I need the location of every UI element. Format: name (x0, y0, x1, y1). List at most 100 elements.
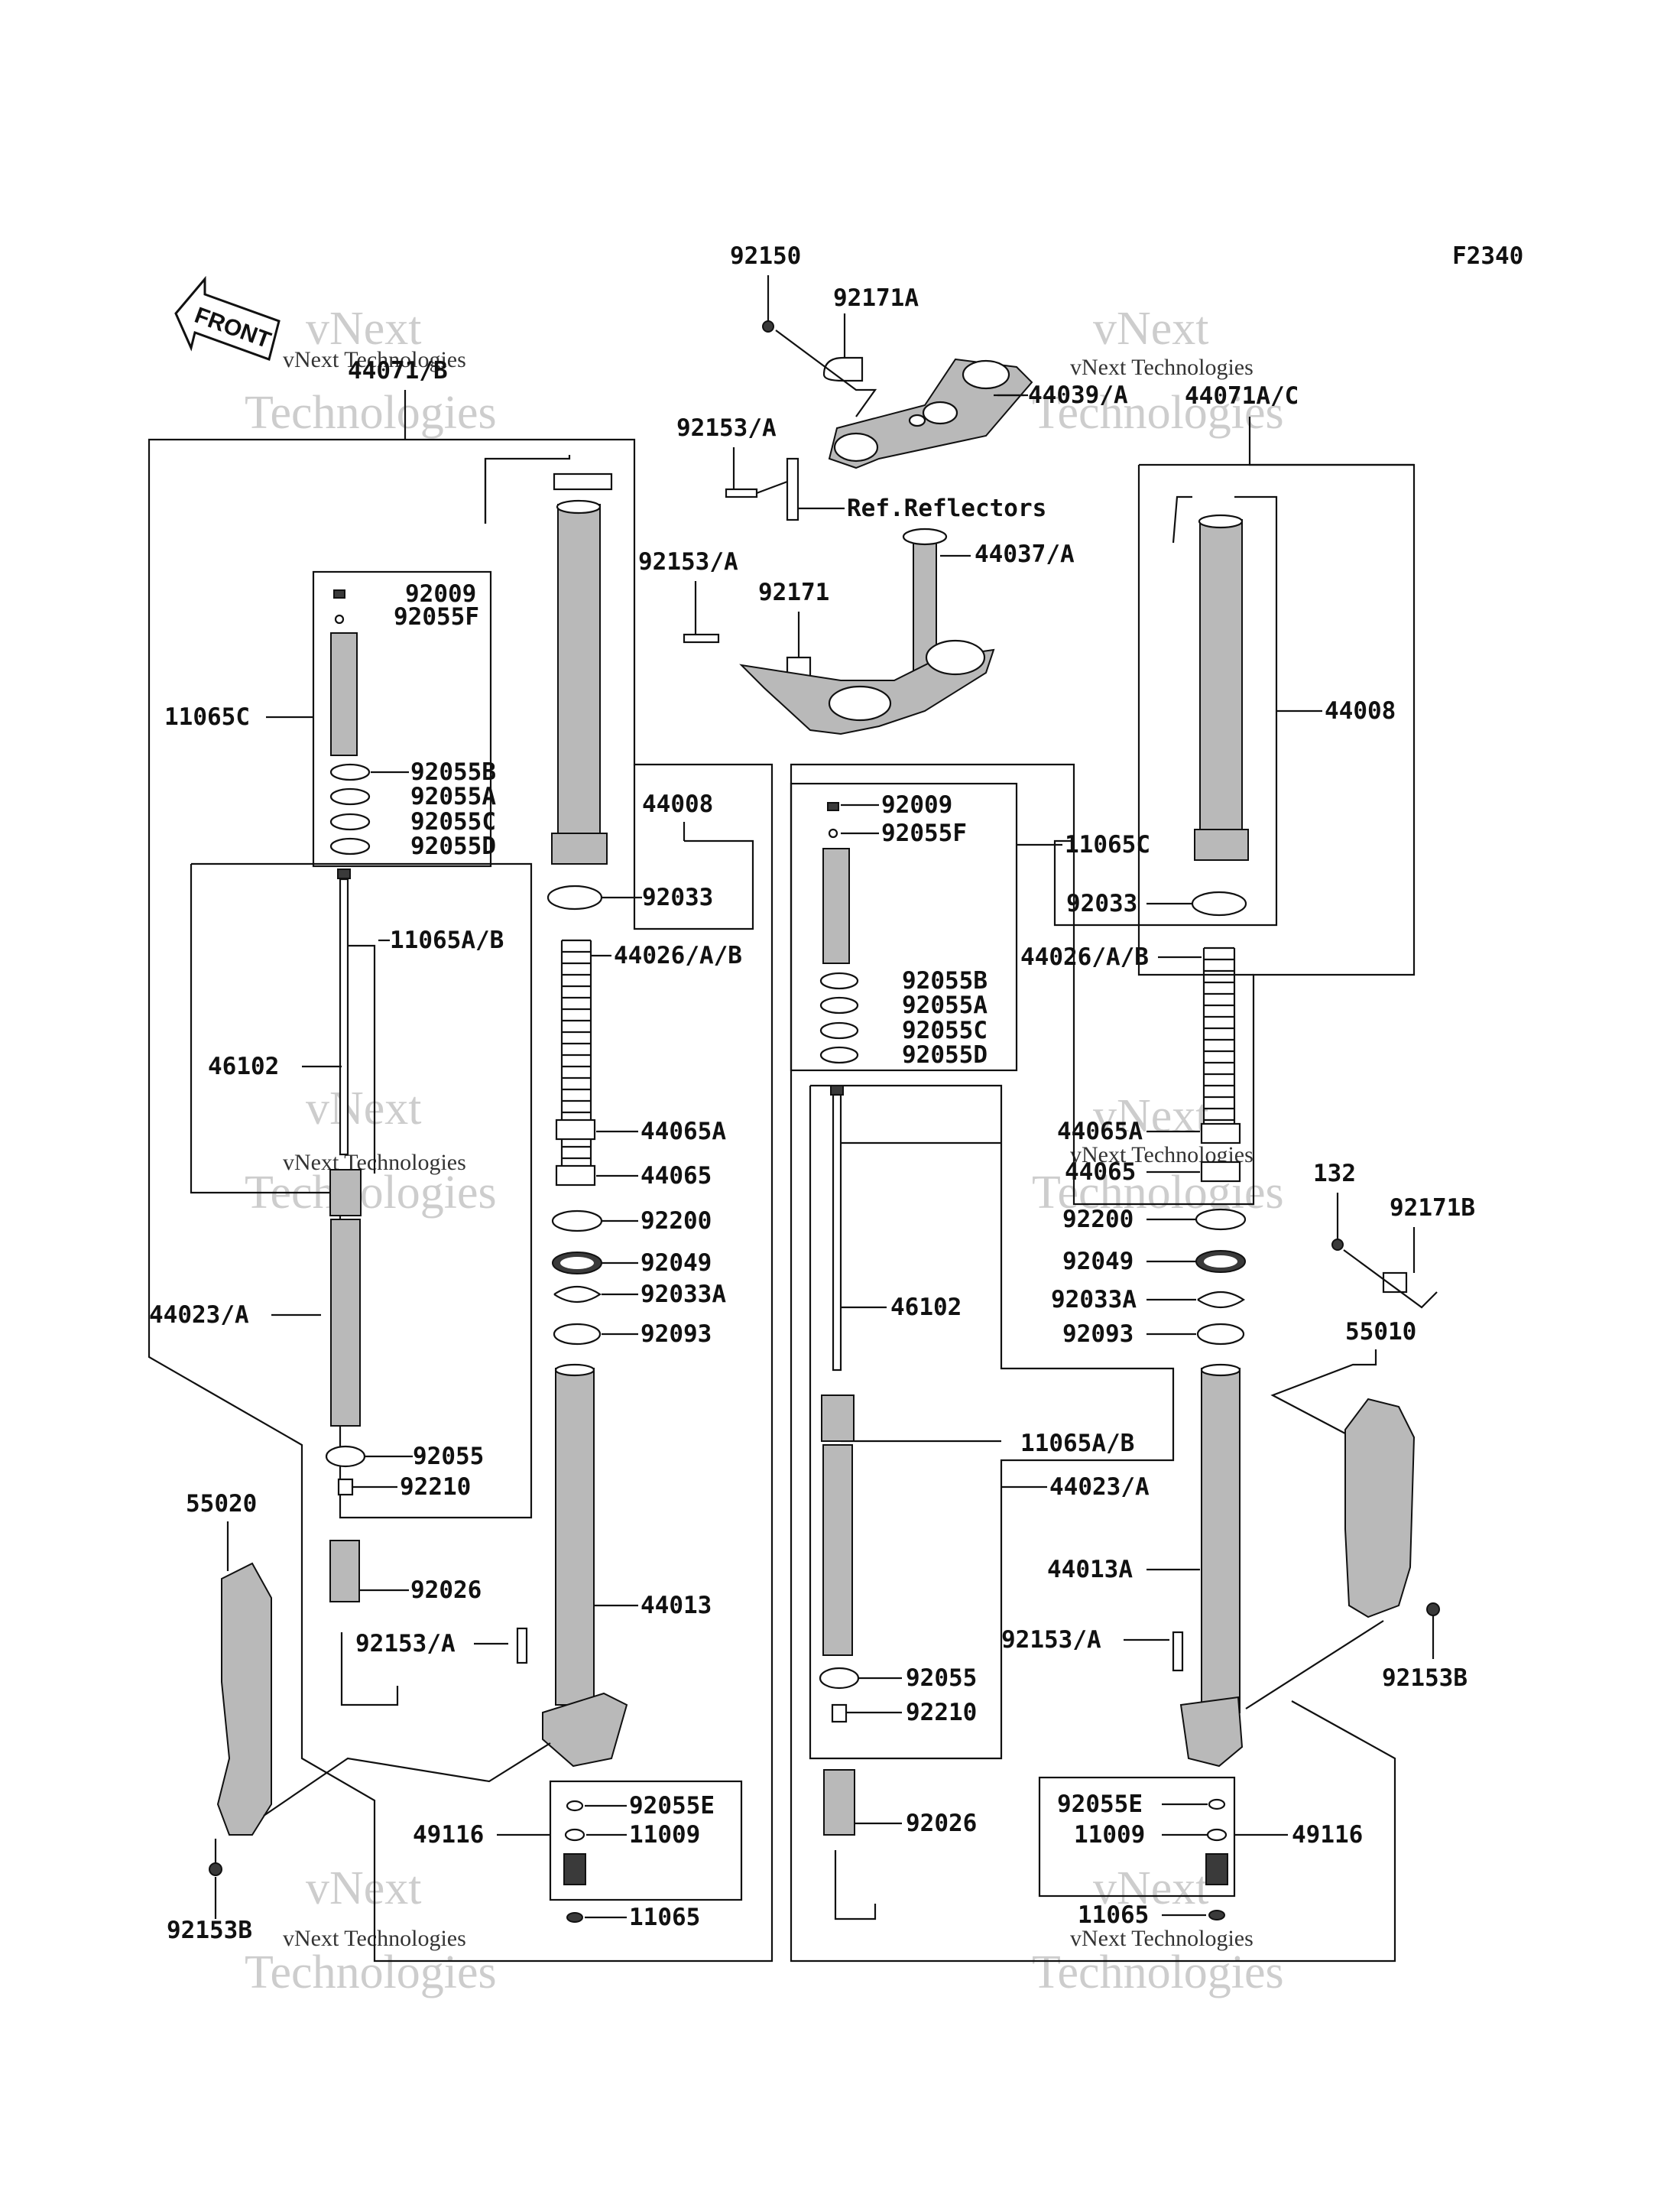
r-outer-tube-44008-icon (1199, 519, 1243, 849)
r-oring-11009-icon (1206, 1828, 1228, 1842)
l-cylinder-44023a-icon (330, 1219, 361, 1427)
r-bolt-11065-icon (1208, 1910, 1225, 1920)
l-damper-rod-icon (339, 878, 349, 1156)
r-fork-guard-55010-icon (1344, 1398, 1416, 1618)
upper-bracket-hole-3-icon (962, 359, 1010, 390)
label-l11009: 11009 (629, 1821, 700, 1849)
l-washer-92200-icon (551, 1209, 603, 1232)
watermark-big-1: vNext (306, 303, 422, 355)
watermark-big-4: Technologies (1032, 387, 1284, 439)
l-valve-49116-icon (563, 1853, 586, 1885)
l-ring-92055a-icon (329, 787, 371, 806)
reflector-bracket-icon (786, 457, 799, 521)
l-ring-92055d-icon (329, 837, 371, 855)
watermark-big-2: Technologies (245, 387, 497, 439)
label-r55010: 55010 (1345, 1318, 1416, 1346)
l-bolt-92153b-icon (209, 1862, 222, 1876)
label-ref-reflectors: Ref.Reflectors (847, 495, 1046, 522)
label-l11065ab: 11065A/B (390, 927, 504, 954)
r-ring-92055a-icon (819, 996, 859, 1015)
l-fork-guard-55020-icon (216, 1562, 272, 1836)
label-r92171b: 92171B (1390, 1194, 1475, 1222)
label-r92200: 92200 (1062, 1206, 1134, 1233)
label-r44023a: 44023/A (1049, 1473, 1150, 1501)
label-r92055a: 92055A (902, 992, 988, 1019)
left-assembly: 44071/B 92009 92055F 11065C 92055B 92055… (148, 357, 774, 1963)
r-cylinder-44023a-icon (822, 1444, 853, 1656)
label-l44008: 44008 (642, 791, 713, 818)
lower-clamp-hole-2-icon (828, 685, 892, 722)
l-ring-92033-icon (546, 885, 603, 911)
label-44039a: 44039/A (1028, 381, 1128, 409)
watermarks: vNext Technologies vNext Technologies vN… (245, 303, 1284, 1998)
label-r11009: 11009 (1074, 1821, 1145, 1849)
l-inner-tube-44013-icon (555, 1368, 595, 1706)
label-l92055f: 92055F (394, 603, 479, 631)
label-l92055d: 92055D (410, 833, 496, 860)
right-box-11065c (790, 782, 1018, 1072)
watermark-big-3: vNext (1093, 303, 1209, 355)
watermark-big-11: vNext (1093, 1862, 1209, 1914)
l-bolt-92009-icon (333, 589, 345, 599)
r-bushing-44065-icon (1200, 1161, 1241, 1183)
bolt-92150-icon (762, 320, 774, 333)
r-ring-92055d-icon (819, 1046, 859, 1064)
label-44071b: 44071/B (348, 357, 448, 385)
r-base-valve-92026-icon (823, 1769, 855, 1836)
label-r44013a: 44013A (1047, 1556, 1133, 1583)
label-r92153a: 92153/A (1001, 1626, 1101, 1654)
watermark-small-1: vNext Technologies (283, 347, 466, 372)
r-dust-seal-92093-icon (1196, 1323, 1245, 1346)
l-dust-seal-92093-icon (553, 1323, 602, 1346)
r-outer-tube-top-icon (1198, 514, 1244, 529)
label-l92049: 92049 (641, 1249, 712, 1277)
label-l55020: 55020 (186, 1490, 257, 1518)
l-bolt-92153a-icon (516, 1627, 528, 1664)
r-oil-seal-92049-inner-icon (1204, 1255, 1237, 1268)
r-rod-top-icon (830, 1085, 844, 1096)
watermark-small-2: vNext Technologies (1070, 355, 1254, 380)
label-92171: 92171 (758, 579, 829, 606)
bolt-92153a-top-icon (725, 488, 758, 498)
l-oring-92055e-icon (566, 1800, 584, 1812)
r-washer-92200-icon (1195, 1208, 1247, 1231)
label-92153a-top: 92153/A (676, 414, 777, 442)
r-ring-92055f-icon (828, 828, 838, 839)
l-outer-tube-44008-icon (557, 504, 601, 853)
label-l11065: 11065 (629, 1904, 700, 1931)
label-r44065a: 44065A (1057, 1118, 1143, 1145)
label-r11065: 11065 (1078, 1901, 1149, 1929)
l-ring-92055-icon (325, 1445, 366, 1468)
l-base-valve-92026-icon (329, 1540, 360, 1602)
watermark-big-10: Technologies (245, 1946, 497, 1998)
label-l92055c: 92055C (410, 808, 496, 836)
label-l92026: 92026 (410, 1576, 482, 1604)
clip-92171a-icon (822, 356, 864, 382)
label-r92055f: 92055F (881, 820, 967, 847)
r-bushing-44065a-icon (1200, 1122, 1241, 1144)
label-l46102: 46102 (208, 1053, 279, 1080)
l-circlip-92033a-icon (553, 1286, 602, 1303)
label-l92055e: 92055E (629, 1792, 715, 1820)
l-outer-tube-bottom-icon (551, 833, 608, 865)
upper-bracket-hole-2-icon (922, 401, 958, 425)
l-ring-92055f-icon (334, 614, 345, 625)
label-r11065ab: 11065A/B (1020, 1430, 1134, 1457)
label-r92210: 92210 (906, 1699, 977, 1726)
label-r132: 132 (1313, 1160, 1356, 1187)
label-r92033a: 92033A (1051, 1286, 1137, 1313)
label-l44026: 44026/A/B (614, 942, 742, 969)
r-damper-rod-icon (832, 1093, 842, 1372)
label-r44026: 44026/A/B (1020, 943, 1149, 971)
watermark-big-12: Technologies (1032, 1946, 1284, 1998)
l-ring-92055b-icon (329, 763, 371, 781)
l-bracket-top-icon (553, 472, 613, 491)
label-r92009: 92009 (881, 791, 952, 819)
label-l92055a: 92055A (410, 783, 496, 810)
l-bushing-44065a-icon (555, 1118, 596, 1141)
r-bolt-132-icon (1331, 1239, 1344, 1251)
upper-bracket-hole-1-icon (833, 432, 879, 463)
lower-clamp-hole-1-icon (925, 639, 986, 676)
watermark-big-9: vNext (306, 1862, 422, 1914)
l-oring-11009-icon (564, 1828, 585, 1842)
